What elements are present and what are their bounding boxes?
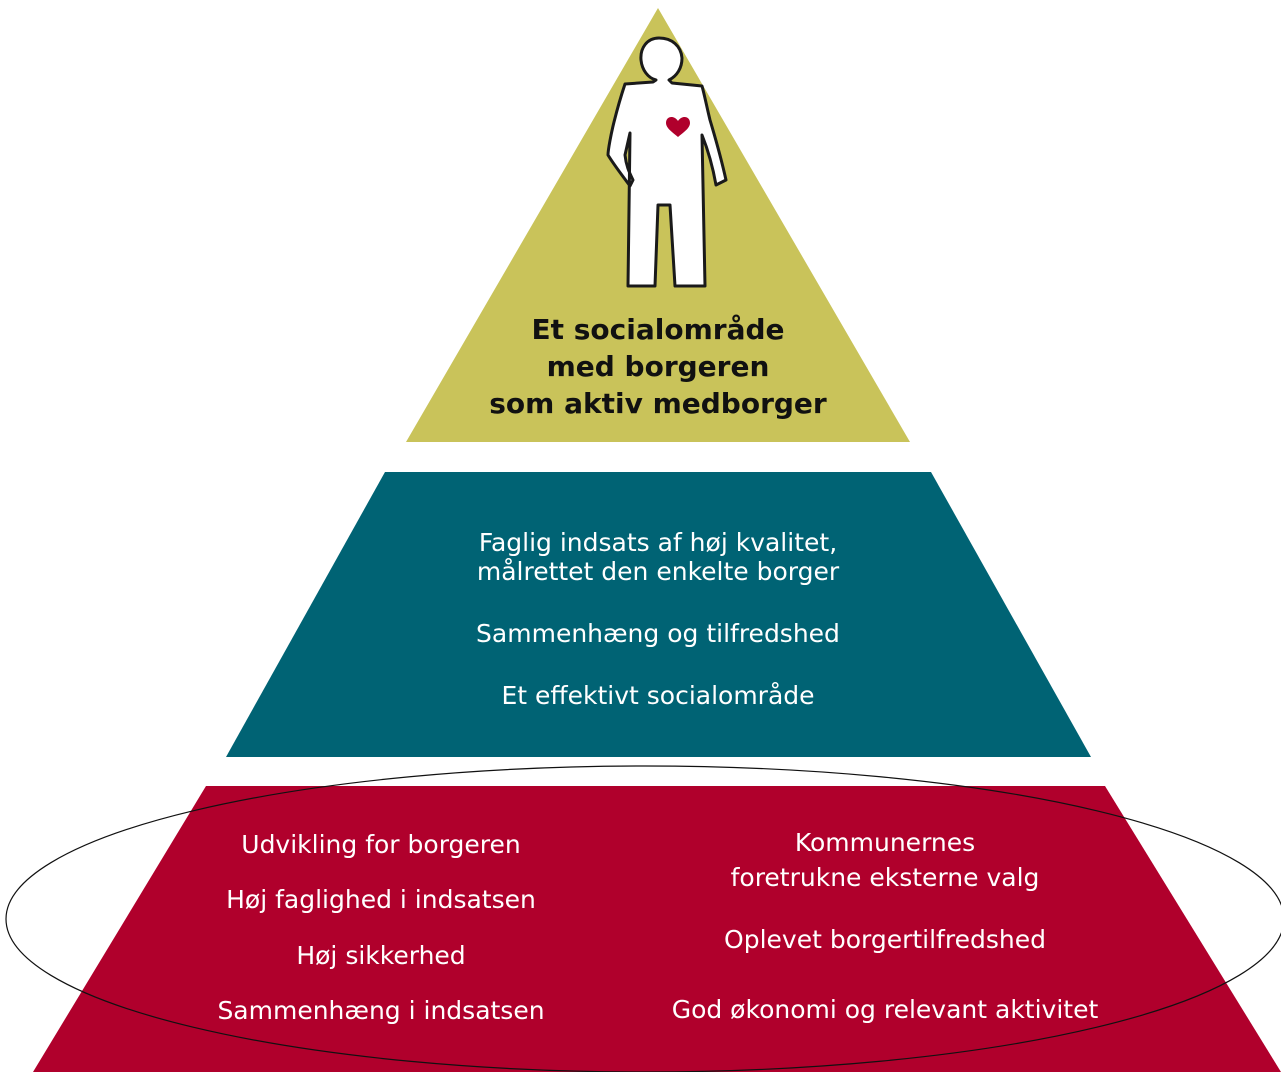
bottom-left-item-1: Udvikling for borgeren [241,830,520,859]
top-tier-title-line-3: som aktiv medborger [489,387,827,420]
person-figure-icon [606,36,728,288]
middle-tier [226,472,1091,757]
middle-tier-line-2: målrettet den enkelte borger [477,557,840,586]
middle-tier-line-3: Sammenhæng og tilfredshed [476,619,840,648]
top-tier-title-line-2: med borgeren [547,350,770,383]
bottom-tier [33,786,1281,1072]
bottom-right-item-2: foretrukne eksterne valg [731,863,1040,892]
middle-tier-line-1: Faglig indsats af høj kvalitet, [479,528,837,557]
bottom-left-item-4: Sammenhæng i indsatsen [217,996,544,1025]
highlight-ellipse [5,765,1281,1072]
top-tier-title-line-1: Et socialområde [532,313,785,346]
bottom-right-item-3: Oplevet borgertilfredshed [724,925,1046,954]
middle-tier-line-4: Et effektivt socialområde [501,681,814,710]
bottom-left-item-2: Høj faglighed i indsatsen [226,885,536,914]
heart-icon [666,117,690,137]
bottom-left-item-3: Høj sikkerhed [296,941,465,970]
bottom-right-item-4: God økonomi og relevant aktivitet [672,995,1099,1024]
bottom-right-item-1: Kommunernes [795,828,975,857]
